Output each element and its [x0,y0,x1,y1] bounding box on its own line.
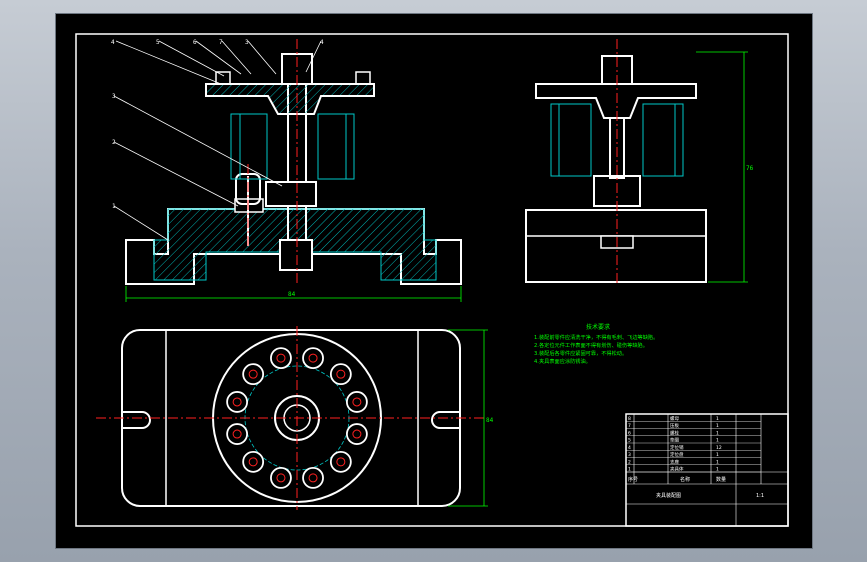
balloon-4: 7 [219,39,223,46]
pin-hole [308,353,318,363]
balloon-1: 4 [111,39,115,46]
locating-pin [345,391,368,413]
notes-line-1: 1.装配前零件应清洗干净，不得有毛刺、飞边等缺陷。 [534,333,658,341]
locating-pin [226,391,249,413]
tb-cell: 1 [716,467,719,473]
pin-hole [248,457,258,467]
technical-notes: 技术要求 1.装配前零件应清洗干净，不得有毛刺、飞边等缺陷。 2.各定位元件工作… [534,323,658,365]
tb-cell: 2 [628,459,631,465]
pin-hole [276,353,286,363]
locating-plate [205,83,375,115]
tb-cell: 1 [716,423,719,429]
locating-pins [226,347,368,489]
front-section-view: 4 5 6 7 3 4 3 2 1 84 [111,39,462,302]
tb-cell: 垫圈 [670,437,679,444]
tb-cell: 6 [628,430,631,436]
balloon-5: 3 [245,39,249,46]
inner-border [75,33,789,527]
dim-side-height: 76 [746,165,754,172]
cad-drawing: 4 5 6 7 3 4 3 2 1 84 [75,33,789,527]
side-view: 76 [525,39,754,284]
tb-drawing-name: 夹具装配图 [656,492,681,499]
tb-cell: 8 [628,416,631,422]
locating-pin [226,423,249,445]
balloon-9: 1 [112,203,116,210]
tb-cell: 5 [628,438,631,444]
tb-cell: 3 [628,452,631,458]
tb-cell: 1 [716,452,719,458]
tb-cell: 1 [716,430,719,436]
pin-hole [276,473,286,483]
dim-plan-height: 84 [486,417,494,424]
balloon-8: 2 [112,139,116,146]
locating-pin [242,363,265,386]
pin-hole [352,397,362,407]
tb-cell: 定位销 [670,444,684,451]
pin-hole [232,397,242,407]
tb-scale: 1:1 [756,493,764,499]
tb-cell: 螺栓 [670,429,679,436]
part-balloons: 4 5 6 7 3 4 3 2 1 [111,39,324,210]
pin-hole [308,473,318,483]
tb-cell: 1 [716,416,719,422]
tb-header-qty: 数量 [716,476,726,483]
pin-hole [232,429,242,439]
tb-cell: 定位盘 [670,451,684,458]
balloon-6: 4 [320,39,324,46]
balloon-2: 5 [156,39,160,46]
locating-pin [242,450,265,473]
locating-pin [329,450,352,473]
tb-cell: 12 [716,445,722,451]
locating-pin [302,466,324,489]
tb-cell: 螺母 [670,415,679,422]
tb-cell: 1 [716,459,719,465]
plan-view: 84 [96,326,494,510]
tb-cell: 压板 [670,422,679,429]
tb-cell: 7 [628,423,631,429]
dim-base-length: 84 [288,291,296,298]
notes-title: 技术要求 [586,323,610,331]
tb-cell: 4 [628,445,631,451]
balloon-7: 3 [112,93,116,100]
locating-pin [270,347,292,370]
tb-cell: 夹具体 [670,466,684,473]
notes-line-3: 3.装配后各零件应紧固可靠，不得松动。 [534,349,627,357]
locating-pin [302,347,324,370]
tb-header-no: 序号 [628,476,638,483]
side-base [525,209,707,283]
locating-pin [345,423,368,445]
notes-line-2: 2.各定位元件工作表面不得有划伤、碰伤等缺陷。 [534,341,648,349]
pin-hole [336,457,346,467]
locating-pin [270,466,292,489]
tb-cell: 1 [628,467,631,473]
tb-cell: 支座 [670,458,679,465]
drawing-sheet: 4 5 6 7 3 4 3 2 1 84 [56,14,812,548]
notes-line-4: 4.夹具表面应涂防锈油。 [534,357,591,365]
pin-hole [352,429,362,439]
pin-hole [336,369,346,379]
tb-header-name: 名称 [680,476,690,483]
pin-hole [248,369,258,379]
balloon-3: 6 [193,39,197,46]
locating-pin [329,363,352,386]
tb-cell: 1 [716,438,719,444]
